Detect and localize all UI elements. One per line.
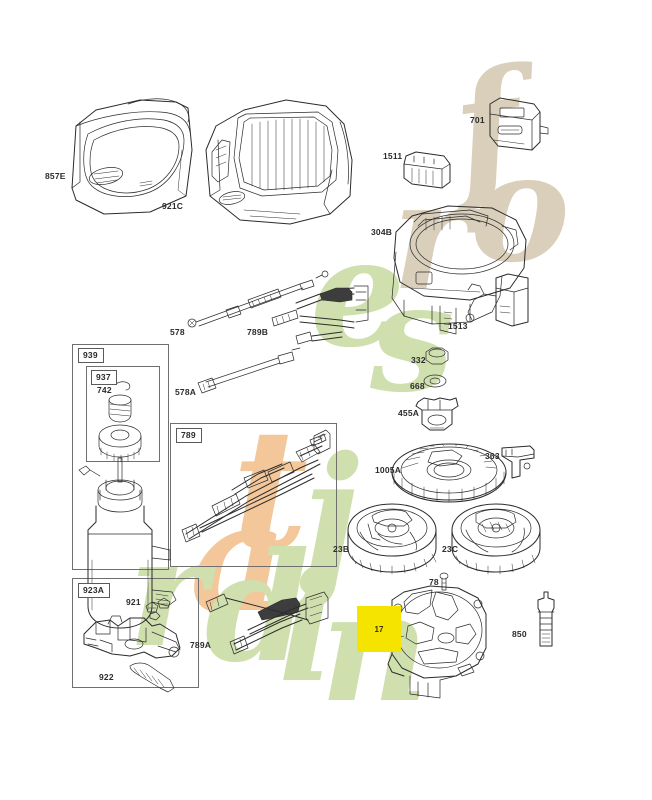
art-668 (423, 374, 447, 388)
part-label-23C[interactable]: 23C (442, 544, 459, 554)
part-label-923A[interactable]: 923A (78, 583, 111, 598)
part-label-578[interactable]: 578 (170, 327, 185, 337)
art-921C (205, 99, 353, 225)
part-label-1511[interactable]: 1511 (383, 151, 403, 161)
part-label-363[interactable]: 363 (485, 451, 500, 461)
art-701 (489, 97, 549, 151)
part-label-1005A[interactable]: 1005A (375, 465, 402, 475)
art-455A (415, 397, 459, 431)
part-label-23B[interactable]: 23B (333, 544, 350, 554)
art-857E (71, 98, 193, 215)
art-1513 (465, 273, 529, 327)
part-label-78[interactable]: 78 (429, 577, 439, 587)
part-label-578A[interactable]: 578A (175, 387, 197, 397)
part-label-701[interactable]: 701 (470, 115, 485, 125)
part-label-939[interactable]: 939 (78, 348, 104, 363)
part-label-742[interactable]: 742 (97, 385, 112, 395)
part-label-332[interactable]: 332 (411, 355, 426, 365)
selected-part-highlight[interactable]: 17 (357, 606, 401, 652)
part-label-850[interactable]: 850 (512, 629, 527, 639)
part-label-937[interactable]: 937 (91, 370, 117, 385)
part-label-789B[interactable]: 789B (247, 327, 269, 337)
selected-part-label: 17 (374, 624, 384, 634)
part-label-668[interactable]: 668 (410, 381, 425, 391)
part-label-921C[interactable]: 921C (162, 201, 184, 211)
art-23C (451, 503, 541, 575)
group-frame-939 (72, 344, 169, 570)
art-1511 (403, 151, 451, 189)
art-578 (187, 270, 329, 328)
art-23B (347, 503, 437, 575)
group-frame-789 (170, 423, 337, 567)
part-label-921[interactable]: 921 (126, 597, 141, 607)
art-939-group (78, 381, 177, 629)
art-789B (271, 285, 369, 345)
art-332 (425, 347, 449, 365)
art-1005A (391, 443, 507, 503)
group-frame-923A (72, 578, 199, 688)
part-label-1513[interactable]: 1513 (448, 321, 468, 331)
art-789-group (181, 429, 331, 543)
art-304B (391, 205, 527, 335)
art-923A-group (83, 597, 181, 693)
group-frame-937 (86, 366, 160, 462)
part-label-789[interactable]: 789 (176, 428, 202, 443)
part-label-857E[interactable]: 857E (45, 171, 66, 181)
part-label-455A[interactable]: 455A (398, 408, 420, 418)
part-label-304B[interactable]: 304B (371, 227, 393, 237)
art-850 (537, 591, 555, 647)
part-label-922[interactable]: 922 (99, 672, 114, 682)
art-789A (205, 591, 329, 655)
art-578A (197, 347, 301, 394)
part-label-789A[interactable]: 789A (190, 640, 212, 650)
art-363 (501, 445, 535, 479)
